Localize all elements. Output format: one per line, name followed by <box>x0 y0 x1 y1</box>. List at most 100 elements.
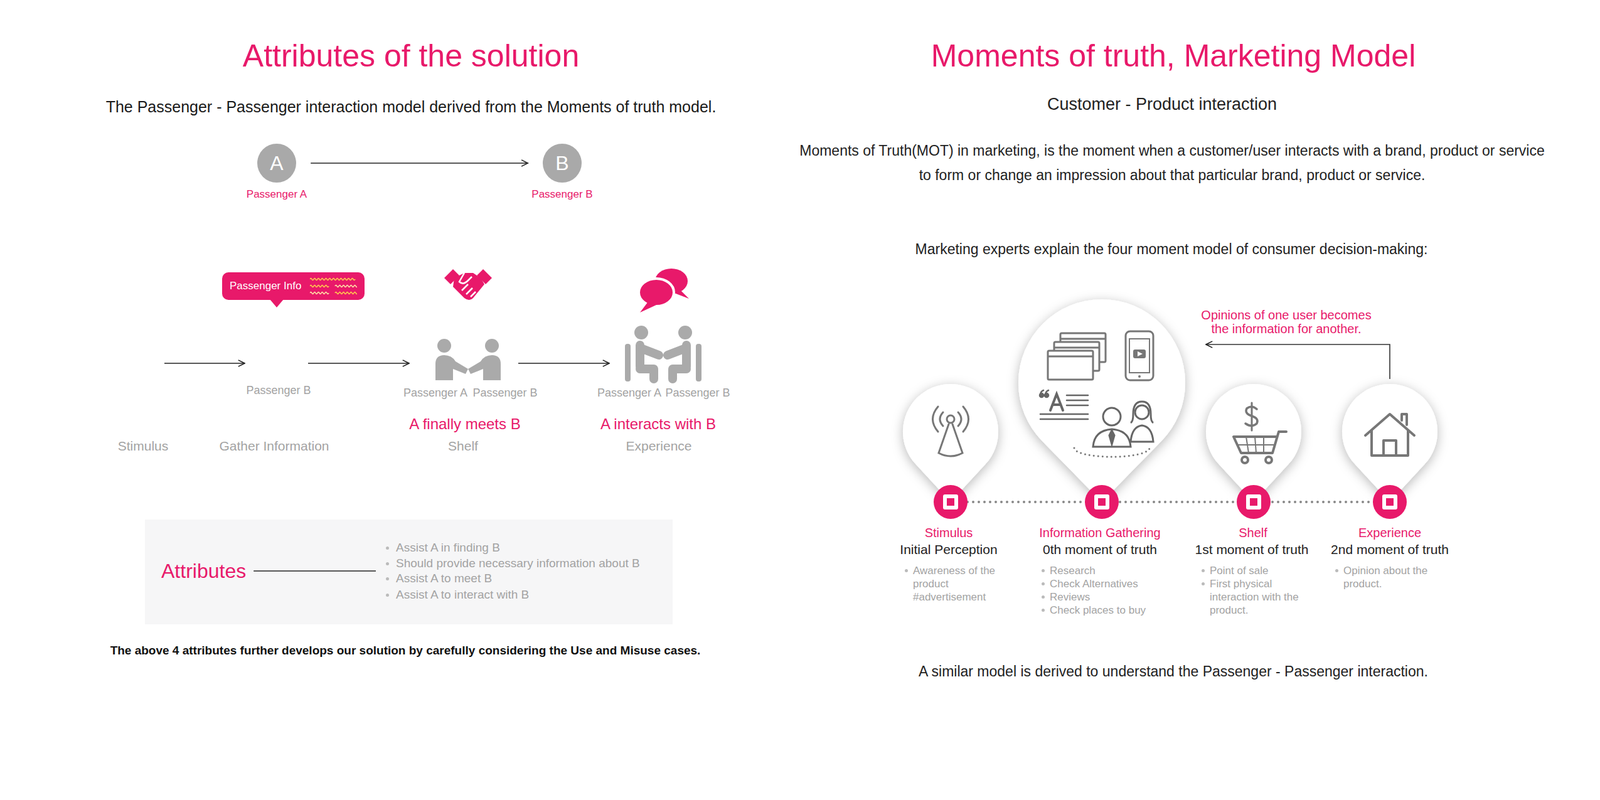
people-icon <box>1093 429 1131 447</box>
bullet-dot <box>1041 582 1045 586</box>
connector-arrow <box>310 162 528 164</box>
people-icon <box>1074 448 1150 457</box>
people-meeting-icon <box>435 355 469 381</box>
closing-text: A similar model is derived to understand… <box>918 659 1429 684</box>
squiggle-lines <box>309 278 356 281</box>
stage-subtitle: Initial Perception <box>899 541 998 558</box>
squiggle-lines <box>335 292 358 295</box>
article-icon <box>1066 394 1088 397</box>
leader-line <box>253 570 376 572</box>
article-icon <box>1066 399 1088 402</box>
antenna-icon <box>939 412 944 427</box>
people-meeting-icon <box>485 338 499 353</box>
bubble-text: Passenger Info <box>229 279 302 293</box>
person-label: Passenger A <box>403 385 468 401</box>
people-sitting-icon <box>695 343 702 382</box>
timeline-dot <box>1098 498 1106 506</box>
timeline-dot <box>1246 494 1262 510</box>
cart-icon <box>1251 402 1254 431</box>
browser-windows-icon <box>1060 338 1106 341</box>
person-label: Passenger A <box>597 385 662 401</box>
article-icon <box>1040 390 1049 396</box>
paragraph: Moments of Truth(MOT) in marketing, is t… <box>795 138 1549 188</box>
cart-icon <box>1265 456 1272 464</box>
person-circle: A <box>257 143 297 183</box>
bullet-text: First physical interaction with the prod… <box>1209 577 1311 617</box>
bullet-text: Research <box>1049 564 1096 578</box>
handshake-icon <box>459 272 472 284</box>
people-icon <box>1135 405 1149 420</box>
bullet-dot <box>1201 569 1205 573</box>
cart-icon <box>1237 444 1275 446</box>
timeline-dot <box>933 485 968 519</box>
person-name: Passenger B <box>531 187 593 201</box>
bullet-dot <box>385 593 390 597</box>
people-sitting-icon <box>640 345 687 379</box>
heading: Moments of truth, Marketing Model <box>931 36 1417 76</box>
bullet-text: Point of sale <box>1209 564 1269 578</box>
bullet-text: Should provide necessary information abo… <box>395 555 640 571</box>
location-pin <box>902 384 999 502</box>
people-icon <box>1109 430 1115 445</box>
people-sitting-icon <box>642 348 659 356</box>
cart-icon <box>1233 431 1287 454</box>
bullet-dot <box>1335 569 1339 573</box>
bullet-text: Awareness of the product #advertisement <box>912 564 1008 604</box>
stage-name: Experience <box>625 437 692 455</box>
antenna-icon <box>933 406 939 432</box>
article-icon <box>1040 413 1088 416</box>
house-icon <box>1365 414 1415 456</box>
stage-name: Experience <box>1358 525 1422 541</box>
phone-icon <box>1137 351 1143 357</box>
bullet-text: Assist A in finding B <box>395 540 501 556</box>
stage-title: A finally meets B <box>409 414 521 434</box>
bullet-dot <box>1041 608 1045 612</box>
timeline-dot <box>1372 485 1407 519</box>
footnote: The above 4 attributes further develops … <box>110 643 701 659</box>
subtitle: The Passenger - Passenger interaction mo… <box>106 97 717 117</box>
timeline-dot <box>933 485 1407 519</box>
people-sitting-icon <box>678 325 693 340</box>
antenna-icon <box>958 412 962 427</box>
people-icon <box>1130 425 1154 442</box>
timeline-dot <box>1386 498 1394 506</box>
chat-icon <box>640 302 657 313</box>
person-node: A Passenger A <box>245 143 309 201</box>
circle-letter: B <box>555 150 569 176</box>
squiggle-lines <box>335 285 358 288</box>
timeline-dot <box>1249 498 1258 506</box>
person-name: Passenger A <box>246 187 307 201</box>
house-icon <box>1383 440 1397 456</box>
timeline-dot <box>1084 485 1119 519</box>
people-icon <box>1103 407 1121 426</box>
antenna-icon <box>933 406 969 457</box>
timeline-dotted-line <box>950 500 1390 504</box>
person-label: Passenger B <box>245 383 311 398</box>
bubble-tail <box>269 299 284 309</box>
bullet-dot <box>1201 582 1205 586</box>
timeline-dot <box>1382 494 1398 510</box>
bullet-text: Reviews <box>1049 590 1090 604</box>
circle-letter: A <box>269 150 283 176</box>
stage-name: Gather Information <box>218 437 329 455</box>
handshake-icon <box>461 284 476 297</box>
phone-icon <box>1138 375 1141 378</box>
people-meeting-icon <box>437 338 452 353</box>
handshake-icon <box>453 272 485 300</box>
article-icon <box>1050 394 1063 411</box>
browser-windows-icon <box>1047 355 1094 358</box>
browser-windows-icon <box>1047 333 1106 380</box>
article-icon <box>1066 404 1088 407</box>
antenna-icon <box>946 415 955 423</box>
location-pin <box>1342 384 1438 502</box>
stage-name: Stimulus <box>924 525 974 541</box>
flow-arrow <box>164 362 610 364</box>
stage-subtitle: 0th moment of truth <box>1042 541 1158 558</box>
bullet-dot <box>385 562 390 566</box>
people-meeting-icon <box>468 355 501 381</box>
bullet-text: Check places to buy <box>1049 603 1146 617</box>
stage-subtitle: 2nd moment of truth <box>1330 541 1449 558</box>
chat-icon <box>638 268 689 313</box>
timeline-dot <box>946 498 955 506</box>
bullet-dot <box>385 546 390 550</box>
